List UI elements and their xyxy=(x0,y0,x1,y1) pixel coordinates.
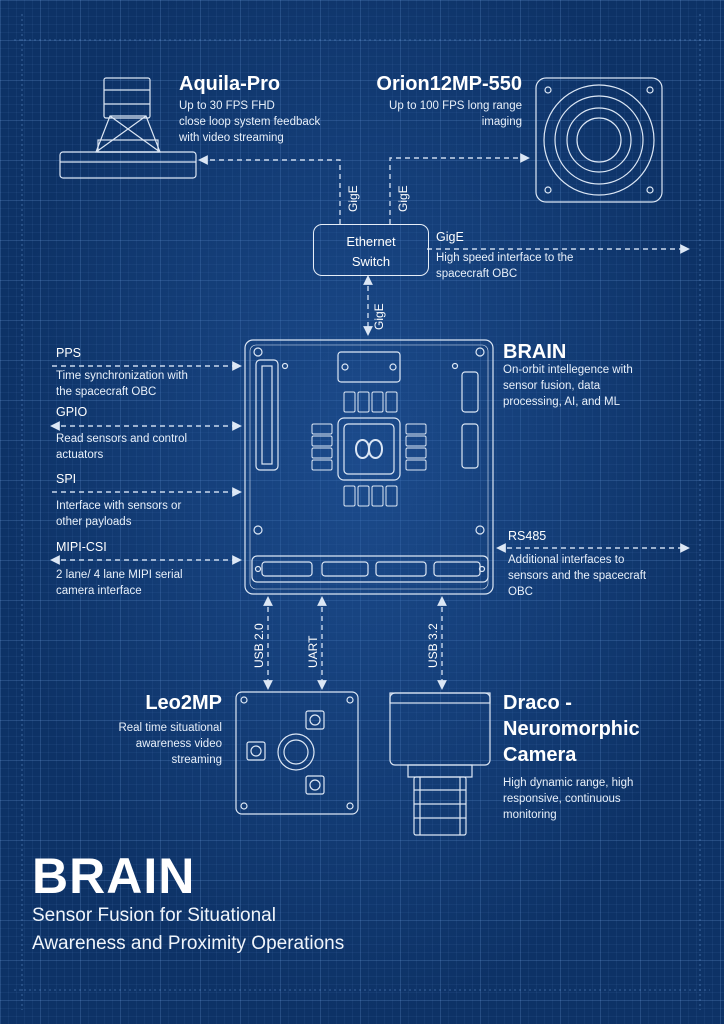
draco-title: Draco - Neuromorphic Camera xyxy=(503,690,640,768)
aquila-pro-camera-illustration xyxy=(59,77,197,179)
ethernet-switch-box xyxy=(313,224,429,276)
pps-description: Time synchronization with the spacecraft… xyxy=(56,368,188,400)
desc-line: processing, AI, and ML xyxy=(503,396,620,408)
title-line: Neuromorphic xyxy=(503,718,640,740)
memory-chip xyxy=(311,447,333,459)
orion-description: Up to 100 FPS long range imaging xyxy=(330,98,522,130)
desc-line: Additional interfaces to xyxy=(508,554,625,566)
brain-title: BRAIN xyxy=(503,341,567,363)
arrow-orion-gige xyxy=(389,153,530,224)
desc-line: awareness video xyxy=(135,738,222,750)
leo2mp-description: Real time situational awareness video st… xyxy=(90,720,222,768)
gige-obc-description: High speed interface to the spacecraft O… xyxy=(436,250,573,282)
memory-chip xyxy=(405,459,427,471)
subtitle-line: Awareness and Proximity Operations xyxy=(32,933,345,954)
rs485-description: Additional interfaces to sensors and the… xyxy=(508,552,646,600)
memory-chip xyxy=(343,391,356,413)
usb20-label: USB 2.0 xyxy=(252,623,266,668)
desc-line: On-orbit intellegence with xyxy=(503,364,633,376)
memory-chip xyxy=(385,485,398,507)
desc-line: streaming xyxy=(171,754,223,766)
spi-label: SPI xyxy=(56,472,77,486)
desc-line: imaging xyxy=(481,116,522,128)
memory-chip xyxy=(311,459,333,471)
uart-label: UART xyxy=(306,635,320,668)
memory-chip xyxy=(311,423,333,435)
arrow-aquila-gige xyxy=(198,155,341,224)
usb32-label: USB 3.2 xyxy=(426,623,440,668)
mipi-description: 2 lane/ 4 lane MIPI serial camera interf… xyxy=(56,567,183,599)
desc-line: Real time situational xyxy=(118,722,222,734)
title-line: Camera xyxy=(503,744,577,766)
orion-camera-illustration xyxy=(535,77,663,203)
desc-line: monitoring xyxy=(503,809,557,821)
board-memory-chips xyxy=(311,391,427,507)
desc-line: camera interface xyxy=(56,585,142,597)
memory-chip xyxy=(405,435,427,447)
gpio-description: Read sensors and control actuators xyxy=(56,431,187,463)
board-bottom-connectors xyxy=(251,555,489,583)
draco-camera-illustration xyxy=(389,692,491,836)
desc-line: Interface with sensors or xyxy=(56,500,182,512)
gpio-label: GPIO xyxy=(56,405,88,419)
subtitle-line: Sensor Fusion for Situational xyxy=(32,905,276,926)
desc-line: OBC xyxy=(508,586,533,598)
aquila-title: Aquila-Pro xyxy=(179,73,281,95)
memory-chip xyxy=(357,485,370,507)
memory-chip xyxy=(343,485,356,507)
link-arrows xyxy=(50,153,690,690)
leo2mp-camera-illustration xyxy=(235,691,359,815)
memory-chip xyxy=(357,391,370,413)
footer-title: BRAIN xyxy=(32,848,196,904)
desc-line: other payloads xyxy=(56,516,132,528)
memory-chip xyxy=(371,391,384,413)
memory-chip xyxy=(371,485,384,507)
memory-chip xyxy=(405,447,427,459)
brain-description: On-orbit intellegence with sensor fusion… xyxy=(503,362,633,410)
footer-subtitle: Sensor Fusion for Situational Awareness … xyxy=(32,902,344,958)
blueprint-frame xyxy=(14,14,710,1010)
desc-line: Up to 100 FPS long range xyxy=(389,100,522,112)
desc-line: sensor fusion, data xyxy=(503,380,601,392)
desc-line: High speed interface to the xyxy=(436,252,574,264)
gige-label-orion: GigE xyxy=(396,185,410,212)
desc-line: the spacecraft OBC xyxy=(56,386,157,398)
desc-line: sensors and the spacecraft xyxy=(508,570,647,582)
gige-label-aquila: GigE xyxy=(346,185,360,212)
brain-board-illustration xyxy=(244,339,494,595)
title-line: Draco - xyxy=(503,692,572,714)
leo2mp-title: Leo2MP xyxy=(145,692,222,714)
memory-chip xyxy=(311,435,333,447)
spi-description: Interface with sensors or other payloads xyxy=(56,498,181,530)
desc-line: close loop system feedback xyxy=(179,116,321,128)
pps-label: PPS xyxy=(56,346,82,360)
desc-line: Read sensors and control xyxy=(56,433,188,445)
switch-label-line: Ethernet xyxy=(346,234,396,249)
desc-line: High dynamic range, high xyxy=(503,777,634,789)
desc-line: 2 lane/ 4 lane MIPI serial xyxy=(56,569,183,581)
desc-line: Up to 30 FPS FHD xyxy=(179,100,275,112)
gige-obc-label: GigE xyxy=(436,230,464,244)
mipi-label: MIPI-CSI xyxy=(56,540,107,554)
desc-line: actuators xyxy=(56,449,104,461)
memory-chip xyxy=(405,423,427,435)
gige-label-brain: GigE xyxy=(372,303,386,330)
desc-line: spacecraft OBC xyxy=(436,268,518,280)
aquila-description: Up to 30 FPS FHD close loop system feedb… xyxy=(179,98,320,146)
desc-line: with video streaming xyxy=(179,132,284,144)
orion-title: Orion12MP-550 xyxy=(376,73,522,95)
desc-line: responsive, continuous xyxy=(503,793,621,805)
desc-line: Time synchronization with xyxy=(56,370,188,382)
rs485-label: RS485 xyxy=(508,529,547,543)
switch-label-line: Switch xyxy=(351,254,391,269)
memory-chip xyxy=(385,391,398,413)
ethernet-switch-label: Ethernet Switch xyxy=(313,232,429,272)
draco-description: High dynamic range, high responsive, con… xyxy=(503,775,633,823)
